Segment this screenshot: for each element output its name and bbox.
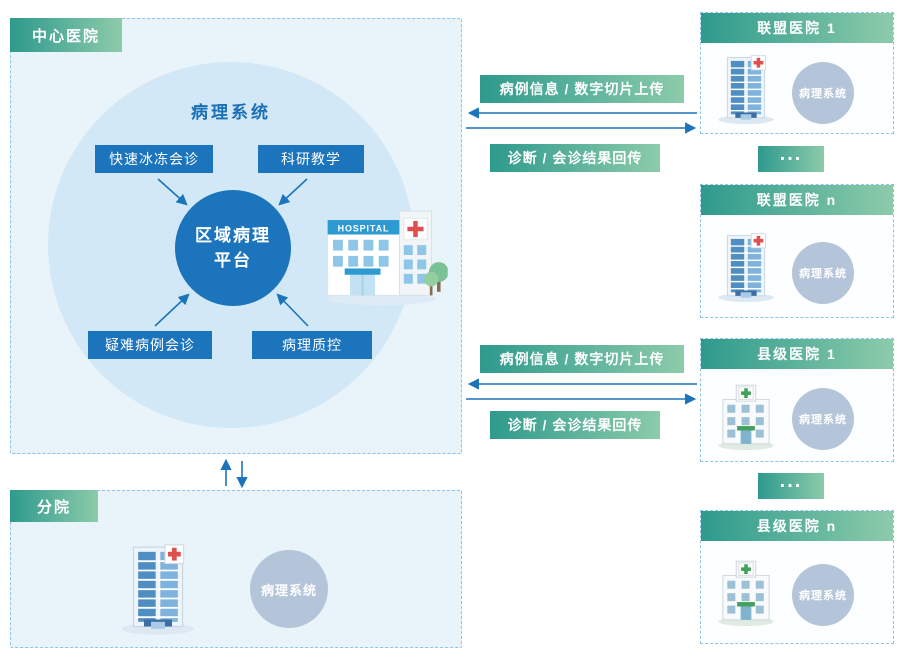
county-ellipsis-text: ... <box>779 469 803 492</box>
alliance-hospital-n-title: 联盟医院 n <box>701 185 893 215</box>
module-research-teaching: 科研教学 <box>258 145 364 173</box>
branch-building-icon <box>116 540 200 636</box>
county-return-flow-label: 诊断 / 会诊结果回传 <box>490 411 660 439</box>
module-difficult-case-consultation: 疑难病例会诊 <box>88 331 212 359</box>
regional-platform-label: 区域病理平台 <box>195 225 271 271</box>
county-hospital-1-building-icon <box>714 378 778 451</box>
regional-platform-circle: 区域病理平台 <box>175 190 291 306</box>
alliance-ellipsis: ... <box>758 142 824 172</box>
alliance-hospital-n-system-circle: 病理系统 <box>792 242 854 304</box>
county-hospital-n-system-circle: 病理系统 <box>792 564 854 626</box>
alliance-return-flow-label: 诊断 / 会诊结果回传 <box>490 144 660 172</box>
county-ellipsis: ... <box>758 469 824 499</box>
county-hospital-1-system-circle: 病理系统 <box>792 388 854 450</box>
branch-hospital-tag: 分院 <box>10 490 98 522</box>
module-rapid-frozen-consultation: 快速冰冻会诊 <box>95 145 213 173</box>
alliance-hospital-1-title: 联盟医院 1 <box>701 13 893 43</box>
county-hospital-n-title: 县级医院 n <box>701 511 893 541</box>
alliance-ellipsis-text: ... <box>779 142 803 165</box>
county-hospital-1-title: 县级医院 1 <box>701 339 893 369</box>
central-hospital-tag: 中心医院 <box>10 18 122 52</box>
county-upload-flow-label: 病例信息 / 数字切片上传 <box>480 345 684 373</box>
alliance-hospital-1-system-circle: 病理系统 <box>792 62 854 124</box>
branch-hospital-panel <box>10 490 462 648</box>
module-pathology-quality-control: 病理质控 <box>252 331 372 359</box>
alliance-upload-flow-label: 病例信息 / 数字切片上传 <box>480 75 684 103</box>
central-hospital-building-icon <box>322 186 448 307</box>
alliance-hospital-n-building-icon <box>714 230 778 303</box>
pathology-system-title: 病理系统 <box>191 103 271 122</box>
county-hospital-n-building-icon <box>714 554 778 627</box>
branch-system-circle: 病理系统 <box>250 550 328 628</box>
alliance-hospital-1-building-icon <box>714 52 778 125</box>
